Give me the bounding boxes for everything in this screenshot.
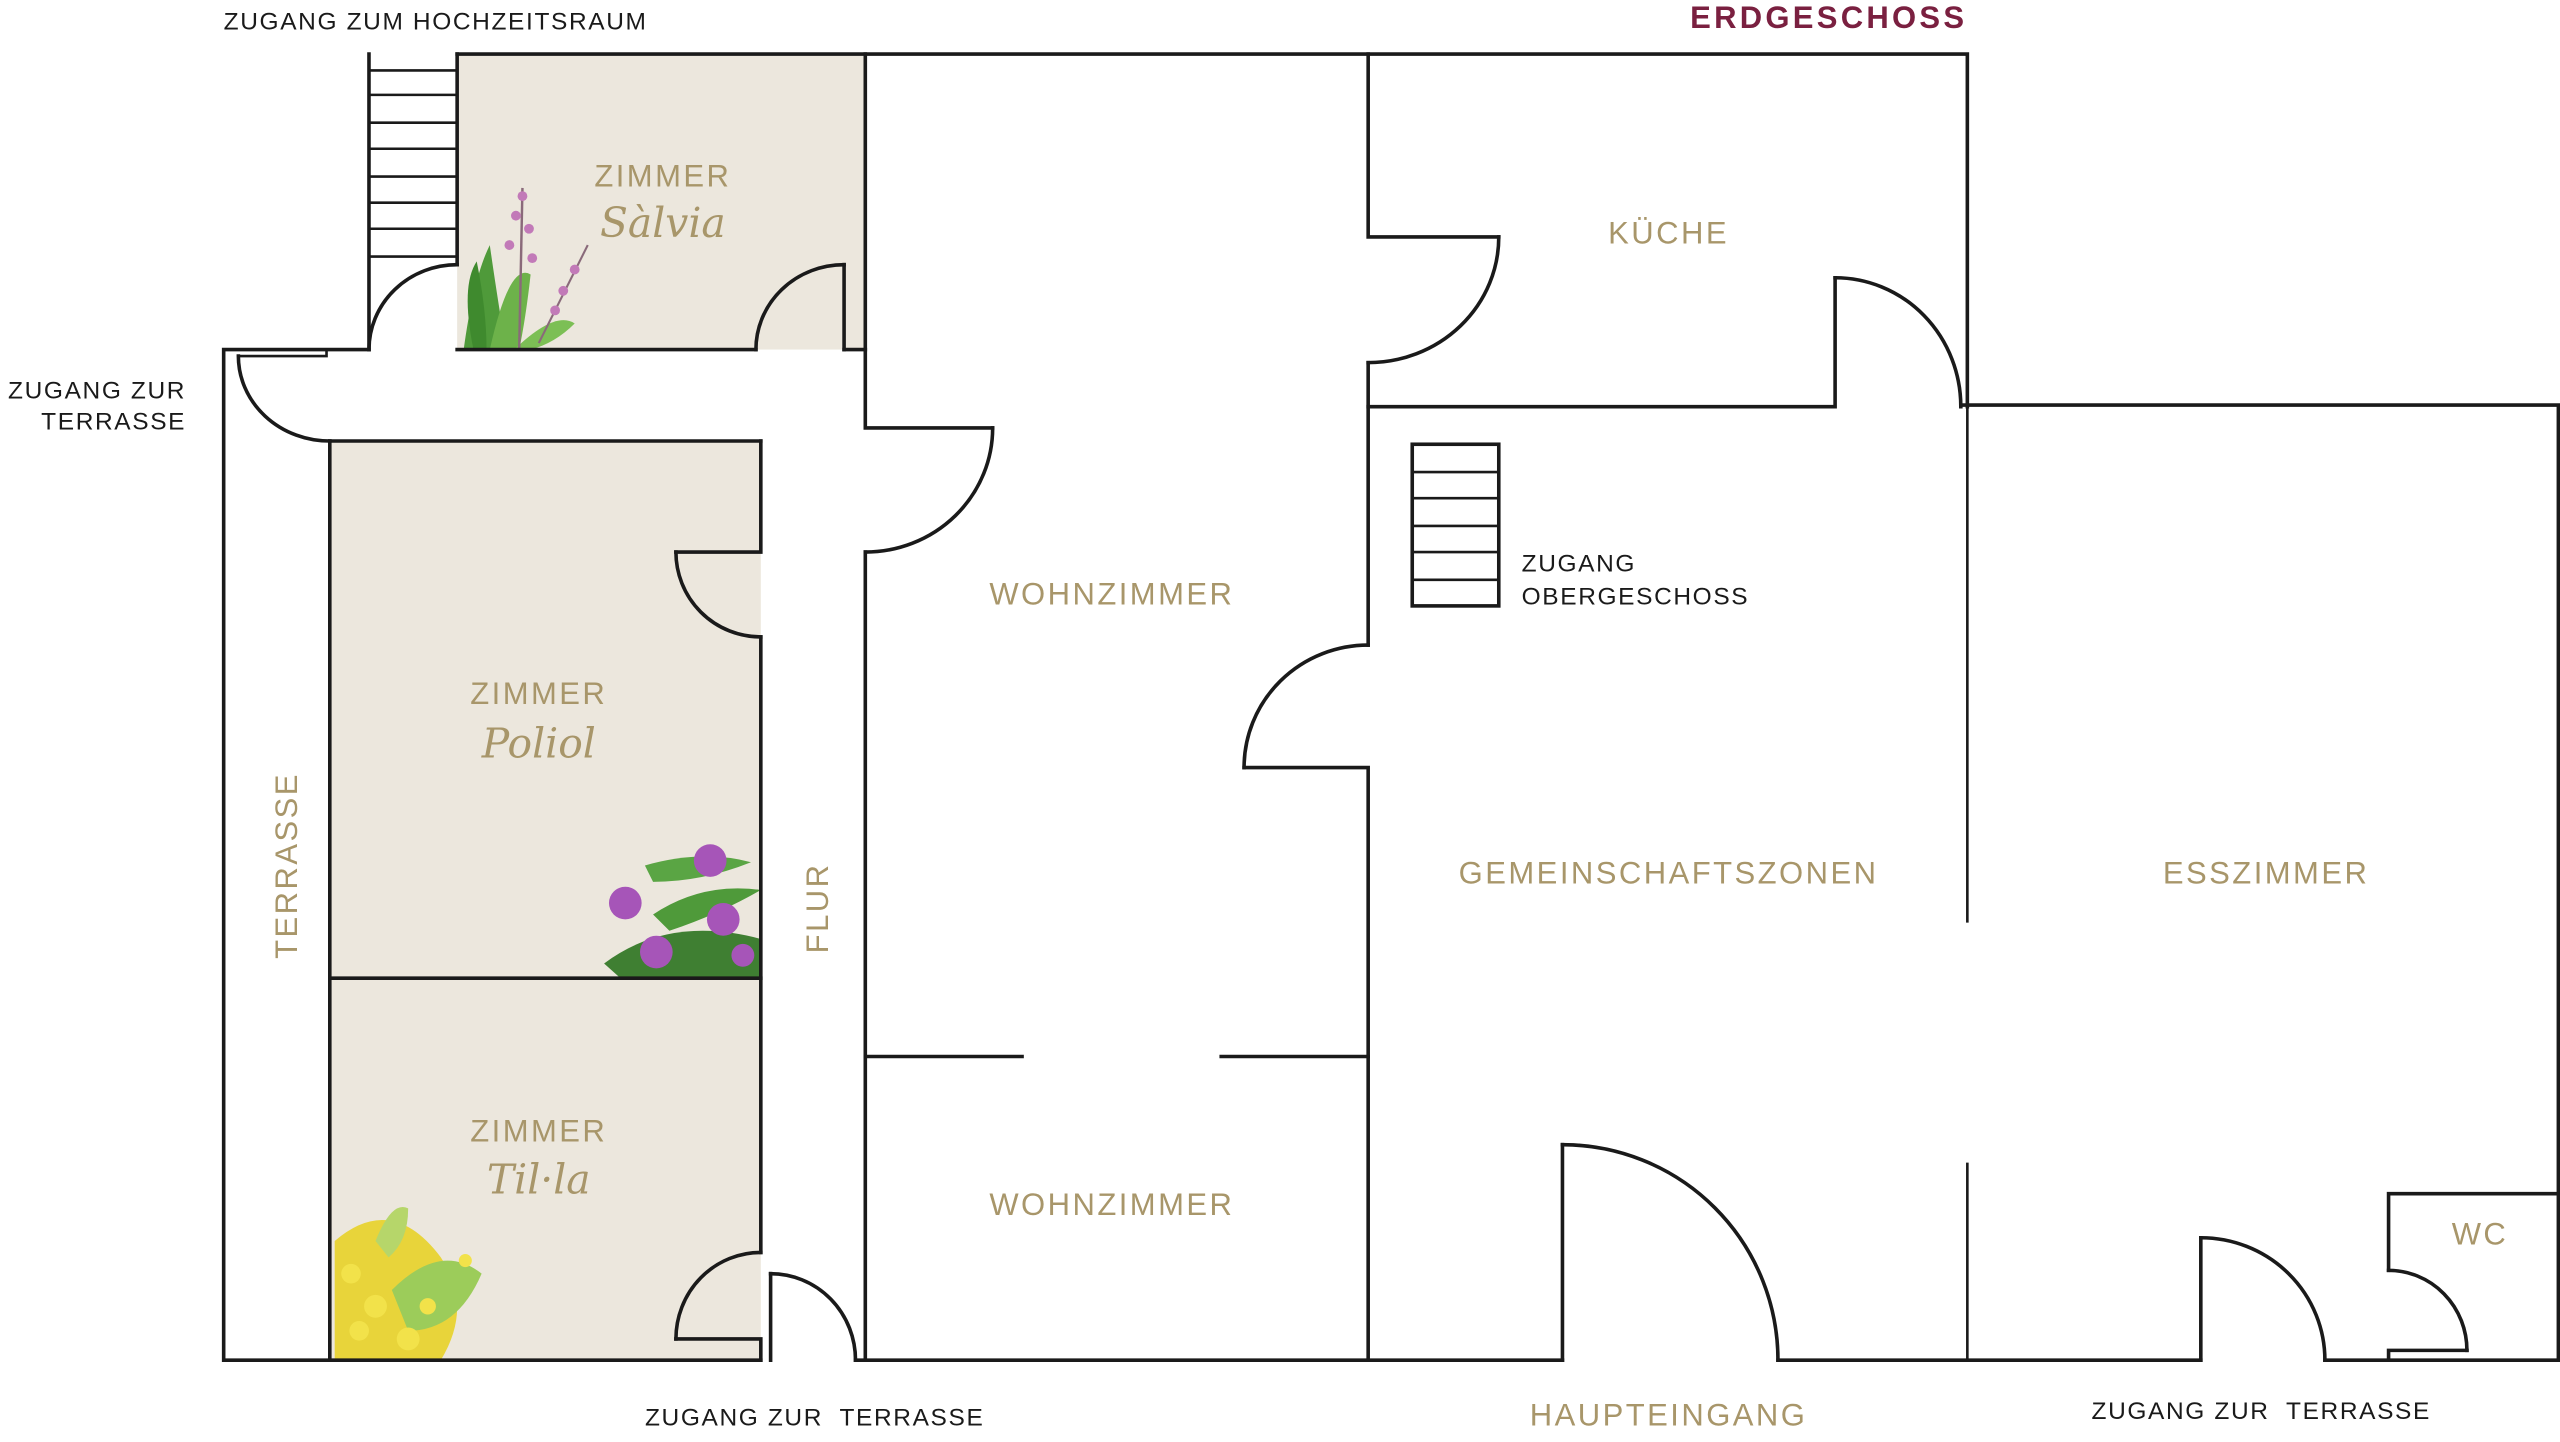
room-wc-label: WC [2452, 1216, 2509, 1251]
room-wohnzimmer-2-label: WOHNZIMMER [989, 1187, 1234, 1222]
flur-label: FLUR [800, 863, 835, 954]
room-poliol-fill [329, 441, 761, 979]
room-esszimmer-label: ESSZIMMER [2163, 855, 2369, 890]
tila-plant-illustration [334, 1206, 482, 1361]
door-swings [236, 235, 2469, 1362]
stairs-obergeschoss [1410, 442, 1501, 608]
access-hochzeitsraum-label: ZUGANG ZUM HOCHZEITSRAUM [224, 9, 648, 36]
poliol-plant-illustration [604, 844, 761, 979]
room-wohnzimmer-label: WOHNZIMMER [989, 576, 1234, 611]
room-poliol-prefix: ZIMMER [470, 676, 607, 711]
room-tila-prefix: ZIMMER [470, 1113, 607, 1148]
room-salvia-prefix: ZIMMER [594, 158, 731, 193]
room-gemeinschaftszonen-label: GEMEINSCHAFTSZONEN [1459, 855, 1879, 890]
walls [221, 52, 2560, 1362]
room-tila-name: Til·la [487, 1156, 591, 1204]
access-obergeschoss-label-2: OBERGESCHOSS [1522, 583, 1750, 610]
access-terrasse-left-label-2: TERRASSE [41, 409, 186, 436]
access-terrasse-bottom-left-label: ZUGANG ZUR TERRASSE [645, 1404, 984, 1431]
room-poliol-name: Poliol [481, 720, 596, 768]
floor-title: ERDGESCHOSS [1690, 0, 1967, 35]
terrasse-label: TERRASSE [269, 772, 304, 959]
haupteingang-label: HAUPTEINGANG [1530, 1397, 1808, 1432]
stairs-hochzeitsraum [368, 69, 458, 258]
room-salvia-name: Sàlvia [600, 199, 726, 247]
access-terrasse-bottom-right-label: ZUGANG ZUR TERRASSE [2091, 1398, 2430, 1425]
room-kueche-label: KÜCHE [1608, 215, 1729, 250]
access-obergeschoss-label: ZUGANG [1522, 551, 1636, 578]
access-terrasse-left-label: ZUGANG ZUR [8, 378, 186, 405]
salvia-plant-illustration [463, 187, 589, 350]
